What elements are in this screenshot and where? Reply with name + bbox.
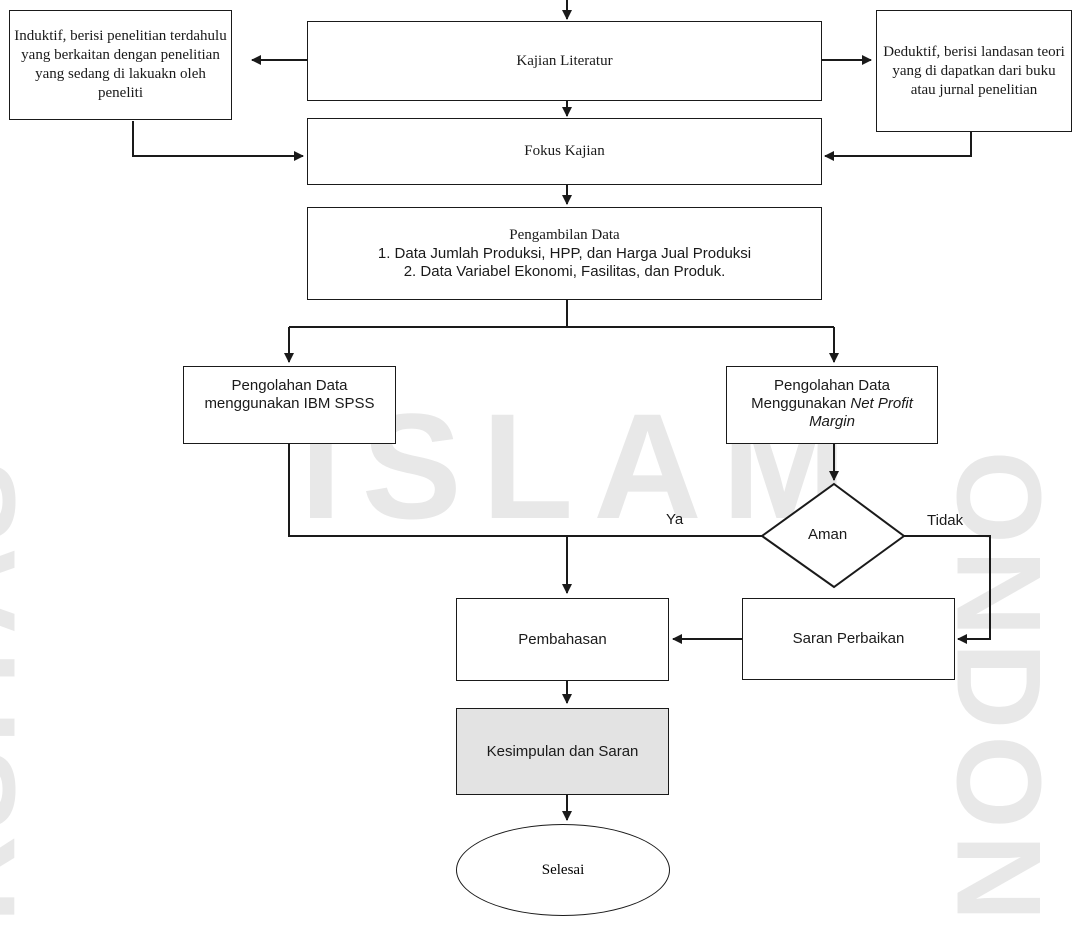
kajian-literatur-box: Kajian Literatur bbox=[307, 21, 822, 101]
deduktif-box: Deduktif, berisi landasan teori yang di … bbox=[876, 10, 1072, 132]
fokus-kajian-box: Fokus Kajian bbox=[307, 118, 822, 185]
saran-perbaikan-box: Saran Perbaikan bbox=[742, 598, 955, 680]
selesai-text: Selesai bbox=[541, 861, 585, 878]
pengolahan-spss-text: Pengolahan Data menggunakan IBM SPSS bbox=[204, 377, 375, 412]
induktif-box: Induktif, berisi penelitian terdahulu ya… bbox=[9, 10, 232, 120]
pengambilan-data-line1: 1. Data Jumlah Produksi, HPP, dan Harga … bbox=[377, 245, 752, 262]
selesai-terminal: Selesai bbox=[456, 824, 670, 916]
aman-decision-label: Aman bbox=[808, 526, 848, 543]
kesimpulan-text: Kesimpulan dan Saran bbox=[486, 742, 639, 760]
label-ya: Ya bbox=[666, 511, 684, 528]
pembahasan-text: Pembahasan bbox=[518, 630, 607, 648]
fokus-kajian-text: Fokus Kajian bbox=[524, 143, 605, 159]
deduktif-text: Deduktif, berisi landasan teori yang di … bbox=[883, 43, 1065, 98]
pembahasan-box: Pembahasan bbox=[456, 598, 669, 681]
pengambilan-data-line2: 2. Data Variabel Ekonomi, Fasilitas, dan… bbox=[403, 263, 726, 280]
pengolahan-npm-prefix: Pengolahan Data Menggunakan bbox=[751, 377, 890, 412]
pengolahan-npm-italic: Net Profit Margin bbox=[809, 395, 913, 430]
pengolahan-npm-box: Pengolahan Data Menggunakan Net Profit M… bbox=[726, 366, 938, 444]
kajian-literatur-text: Kajian Literatur bbox=[516, 52, 613, 69]
kesimpulan-box: Kesimpulan dan Saran bbox=[456, 708, 669, 795]
pengolahan-npm-text: Pengolahan Data Menggunakan Net Profit M… bbox=[735, 377, 929, 431]
saran-perbaikan-text: Saran Perbaikan bbox=[792, 630, 905, 647]
pengambilan-data-box: Pengambilan Data 1. Data Jumlah Produksi… bbox=[307, 207, 822, 300]
induktif-text: Induktif, berisi penelitian terdahulu ya… bbox=[14, 28, 227, 101]
label-tidak: Tidak bbox=[927, 512, 964, 529]
pengambilan-data-title: Pengambilan Data bbox=[509, 227, 620, 243]
pengolahan-spss-box: Pengolahan Data menggunakan IBM SPSS bbox=[183, 366, 396, 444]
